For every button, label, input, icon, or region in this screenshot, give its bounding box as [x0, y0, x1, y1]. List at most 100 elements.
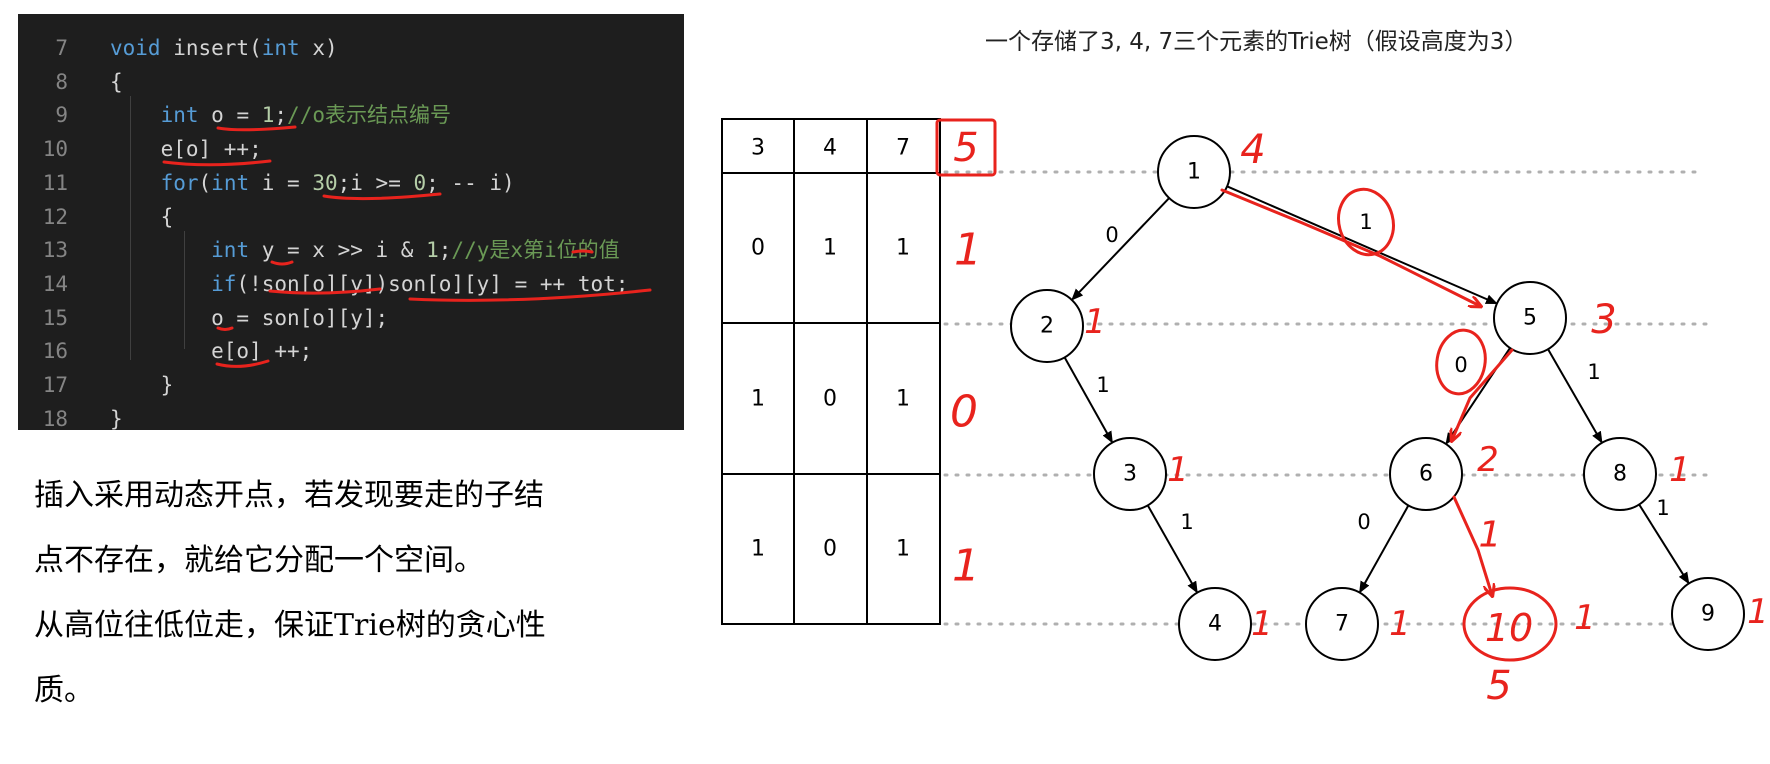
trie-edge [1071, 197, 1170, 301]
table-cell: 0 [823, 387, 837, 412]
trie-node-label: 1 [1187, 160, 1201, 185]
trie-edge [1359, 504, 1410, 594]
trie-node [1010, 289, 1084, 363]
line-number: 11 [42, 170, 68, 195]
table-cell: 0 [823, 537, 837, 562]
table-cell: 1 [896, 236, 910, 261]
node-count-mark: 1 [1669, 450, 1691, 490]
line-number: 18 [42, 406, 68, 430]
code-text: if(!son[o][y])son[o][y] = ++ tot; [211, 271, 629, 296]
row-bit-mark: 0 [950, 387, 978, 438]
trie-node [1178, 587, 1252, 661]
trie-node-label: 8 [1613, 462, 1627, 487]
line-number: 10 [42, 137, 68, 162]
table-cell: 1 [896, 387, 910, 412]
description-line-1: 插入采用动态开点，若发现要走的子结 [34, 478, 544, 513]
edge-label: 0 [1357, 510, 1370, 534]
table-header-mark: 5 [953, 125, 978, 171]
table-header-cell: 3 [751, 136, 765, 161]
new-node-count-mark: 5 [1486, 663, 1511, 709]
line-number: 15 [42, 305, 68, 330]
code-line: 14 if(!son[o][y])son[o][y] = ++ tot; [18, 268, 684, 301]
trie-node-label: 2 [1040, 314, 1054, 339]
node-count-mark: 4 [1240, 127, 1265, 173]
code-line: 15 o = son[o][y]; [18, 302, 684, 335]
trie-node [1493, 281, 1567, 355]
handwritten-annotations [162, 118, 1558, 662]
line-number: 17 [42, 373, 68, 397]
line-number: 14 [42, 271, 68, 296]
node-count-mark: 1 [1084, 302, 1106, 342]
trie-node-label: 3 [1123, 462, 1137, 487]
trie-edge [1547, 348, 1603, 444]
code-text: for(int i = 30;i >= 0; -- i) [160, 170, 515, 195]
code-line: 17 } [18, 369, 684, 402]
trie-edge [1638, 503, 1690, 585]
code-line: 8{ [18, 66, 684, 99]
code-text: { [110, 69, 123, 94]
trie-node-label: 7 [1335, 612, 1349, 637]
edge-label: 0 [1454, 353, 1467, 377]
trie-edge [1063, 356, 1113, 444]
new-edge-label-mark: 1 [1479, 515, 1502, 556]
edge-label: 1 [1587, 360, 1600, 384]
trie-node-label: 6 [1419, 462, 1433, 487]
description-line-2: 点不存在，就给它分配一个空间。 [34, 543, 484, 578]
edge-label: 1 [1656, 496, 1669, 520]
code-line: 13 int y = x >> i & 1;//y是x第i位的值 [18, 234, 684, 267]
figure-title: 一个存储了3, 4, 7三个元素的Trie树（假设高度为3） [985, 29, 1528, 55]
trie-node-label: 4 [1208, 612, 1222, 637]
trie-node [1093, 437, 1167, 511]
description-line-3: 从高位往低位走，保证Trie树的贪心性 [34, 608, 546, 643]
table-header-cell: 4 [823, 136, 837, 161]
code-text: } [110, 373, 174, 397]
table-cell: 1 [751, 387, 765, 412]
node-count-mark: 1 [1389, 604, 1411, 644]
trie-node [1671, 577, 1745, 651]
line-number: 16 [42, 339, 68, 364]
edge-label: 1 [1359, 210, 1372, 234]
table-cell: 0 [751, 236, 765, 261]
code-line: 18} [18, 403, 684, 430]
table-cell: 1 [896, 537, 910, 562]
trie-edge [1146, 504, 1198, 594]
code-line: 12 { [18, 201, 684, 234]
code-line: 9 int o = 1;//o表示结点编号 [18, 99, 684, 132]
trie-node [1157, 135, 1231, 209]
edge-label: 1 [1180, 510, 1193, 534]
code-text: int o = 1;//o表示结点编号 [160, 103, 451, 128]
code-text: o = son[o][y]; [110, 305, 389, 330]
code-text: e[o] ++; [110, 137, 262, 162]
code-text: { [110, 204, 174, 229]
description-line-4: 质。 [34, 673, 94, 708]
table-header-cell: 7 [896, 136, 910, 161]
edge-label: 1 [1096, 373, 1109, 397]
line-number: 9 [55, 103, 68, 128]
indent-guide [184, 231, 185, 349]
line-number: 12 [42, 204, 68, 229]
trie-node-label: 9 [1701, 602, 1715, 627]
node-count-mark: 2 [1477, 440, 1499, 480]
trie-edge [1226, 185, 1498, 305]
row-bit-mark: 1 [952, 541, 980, 592]
node-count-mark: 1 [1251, 604, 1273, 644]
code-text: void insert(int x) [110, 36, 338, 60]
trie-node [1583, 437, 1657, 511]
node-count-mark: 1 [1747, 592, 1769, 632]
indent-guide [130, 96, 131, 360]
code-text: e[o] ++; [110, 339, 313, 364]
line-number: 8 [55, 69, 68, 94]
node-count-mark: 1 [1167, 450, 1189, 490]
code-text: int y = x >> i & 1;//y是x第i位的值 [211, 238, 620, 263]
line-number: 13 [42, 238, 68, 263]
trie-node [1305, 587, 1379, 661]
trie-node [1389, 437, 1463, 511]
node-count-mark: 1 [1574, 598, 1596, 638]
